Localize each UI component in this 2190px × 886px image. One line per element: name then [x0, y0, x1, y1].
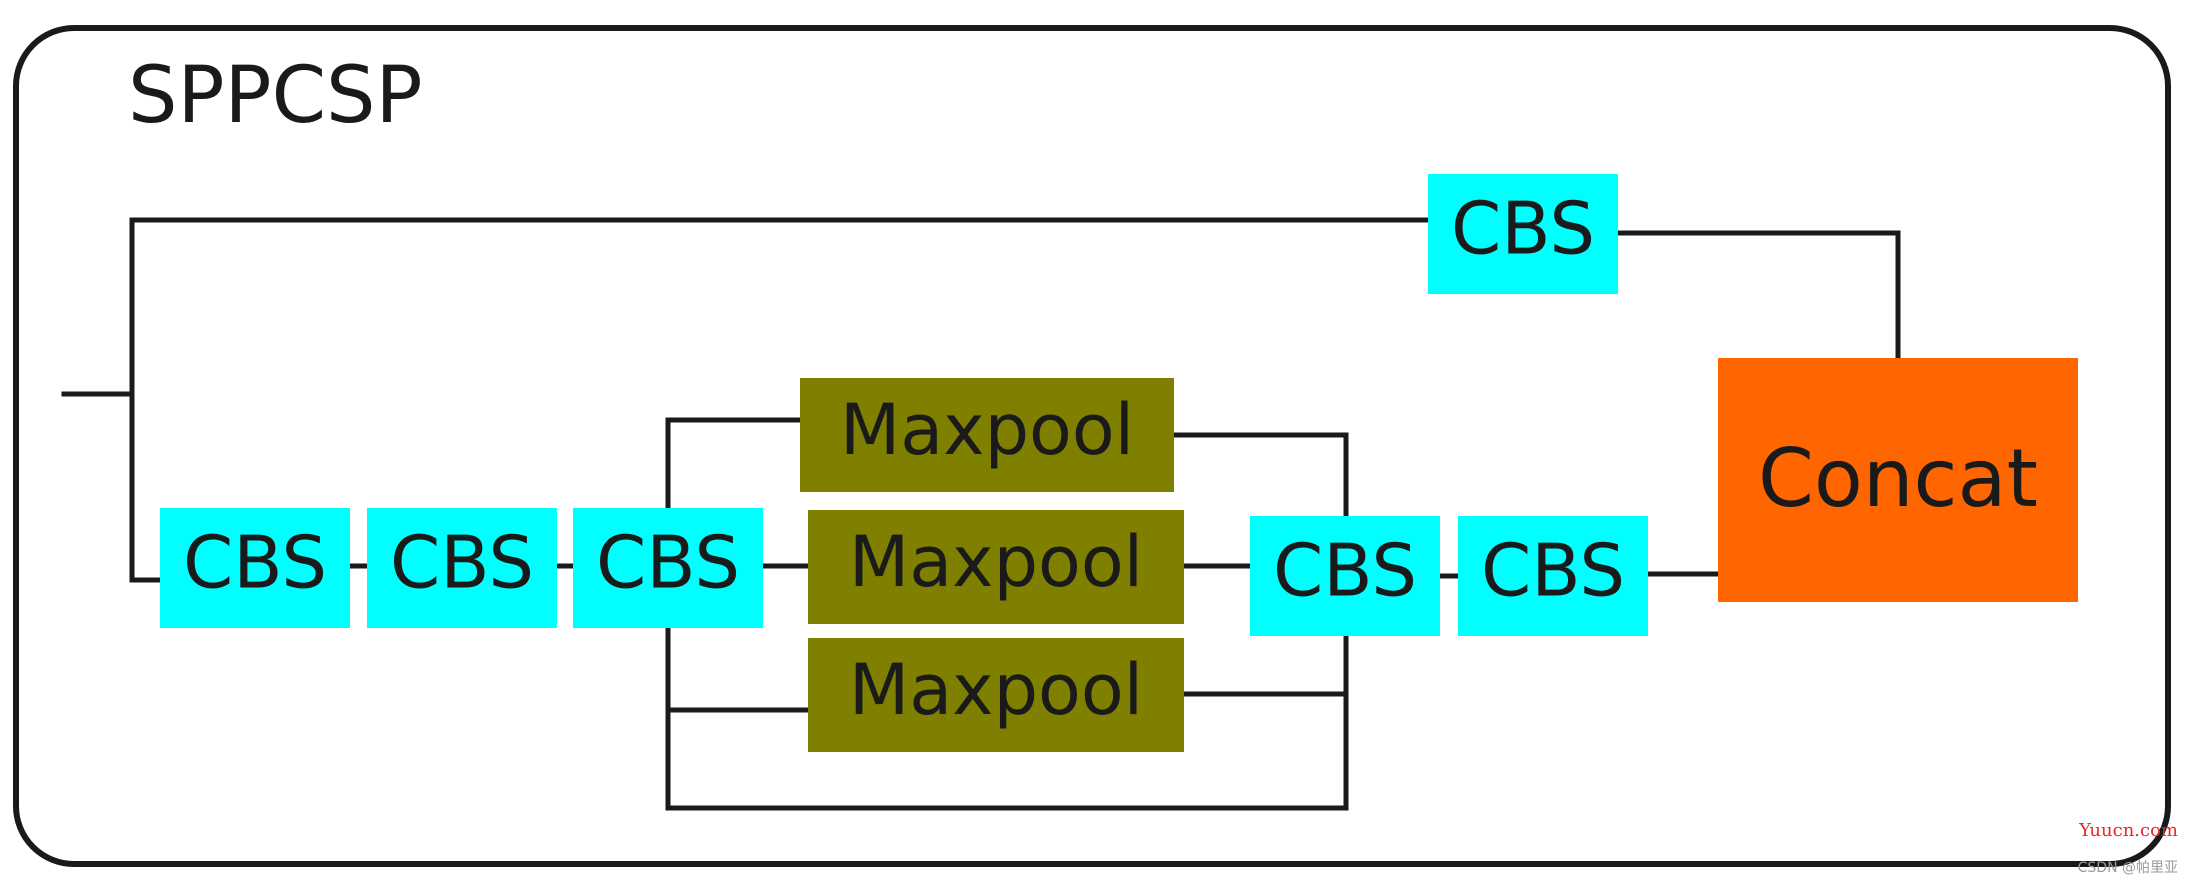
maxpool-1-label: Maxpool: [840, 389, 1134, 471]
cbs-3-box: [573, 508, 763, 628]
cbs-top-label: CBS: [1451, 187, 1595, 271]
maxpool-3-label: Maxpool: [849, 649, 1143, 731]
watermark-credit: CSDN @帕里亚: [2078, 860, 2178, 876]
cbs-2-box: [367, 508, 557, 628]
cbs-1-box: [160, 508, 350, 628]
cbs-4-box: [1250, 516, 1440, 636]
node-concat: Concat: [1718, 358, 2078, 602]
maxpool-2-box: [808, 510, 1184, 624]
maxpool1-out-wire: [1171, 432, 1349, 519]
cbs-2-label: CBS: [390, 521, 534, 605]
maxpool-3-box: [808, 638, 1184, 752]
diagram-title: SPPCSP: [128, 51, 423, 141]
top-to-concat-wire: [1615, 230, 1901, 361]
node-maxpool-1: Maxpool: [800, 378, 1174, 492]
concat-label: Concat: [1758, 432, 2038, 525]
cbs-5-label: CBS: [1481, 529, 1625, 613]
node-cbs-2: CBS: [367, 508, 557, 628]
maxpool-1-box: [800, 378, 1174, 492]
connections: [61, 217, 1901, 811]
node-maxpool-3: Maxpool: [808, 638, 1184, 752]
cbs-top-box: [1428, 174, 1618, 294]
node-cbs-5: CBS: [1458, 516, 1648, 636]
maxpool-2-label: Maxpool: [849, 521, 1143, 603]
node-maxpool-2: Maxpool: [808, 510, 1184, 624]
concat-box: [1718, 358, 2078, 602]
node-cbs-4: CBS: [1250, 516, 1440, 636]
node-cbs-1: CBS: [160, 508, 350, 628]
node-cbs-3: CBS: [573, 508, 763, 628]
cbs-4-label: CBS: [1273, 529, 1417, 613]
cbs-3-label: CBS: [596, 521, 740, 605]
watermark-site: Yuucn.com: [2078, 820, 2178, 841]
cbs-5-box: [1458, 516, 1648, 636]
cbs-1-label: CBS: [183, 521, 327, 605]
node-cbs-top: CBS: [1428, 174, 1618, 294]
